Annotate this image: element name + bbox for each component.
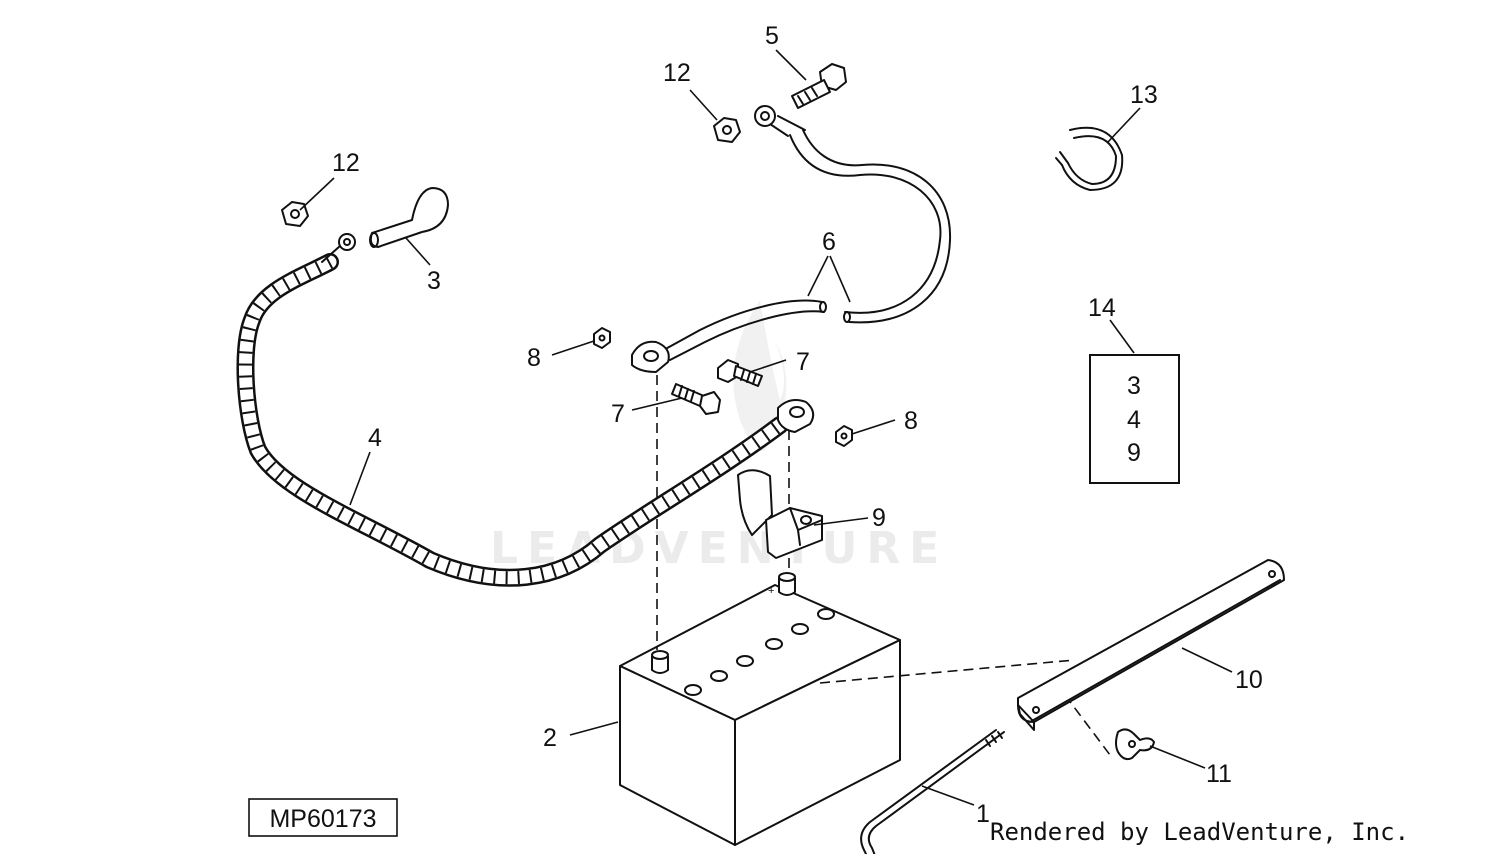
battery-post-positive: + — [768, 572, 796, 597]
callout-8-left: 8 — [527, 344, 541, 372]
callout-10: 10 — [1235, 666, 1263, 694]
callout-7-upper: 7 — [796, 348, 810, 376]
figure-id: MP60173 — [248, 798, 398, 837]
callout-6: 6 — [822, 228, 836, 256]
leader-lines — [299, 49, 1233, 806]
wing-nut-11[interactable] — [1115, 728, 1155, 761]
credit-text: Rendered by LeadVenture, Inc. — [990, 818, 1409, 846]
callouts: 1 2 3 4 5 6 7 7 8 8 9 10 11 12 12 13 14 — [332, 22, 1263, 828]
kit-item-9: 9 — [1127, 439, 1141, 467]
battery[interactable]: + — [619, 572, 901, 846]
kit-box-14[interactable]: 3 4 9 — [1089, 354, 1180, 484]
bolt-5[interactable] — [791, 63, 847, 109]
clamp-ring-13[interactable] — [1055, 126, 1124, 191]
callout-7-lower: 7 — [611, 400, 625, 428]
hold-down-bar-10[interactable] — [1017, 559, 1285, 731]
nut-8-right[interactable] — [835, 425, 853, 447]
callout-12-top: 12 — [663, 59, 691, 87]
bolt-7-lower[interactable] — [671, 383, 721, 415]
callout-12-left: 12 — [332, 149, 360, 177]
j-bolt-rod-1[interactable] — [860, 729, 1005, 859]
nut-8-left[interactable] — [593, 327, 611, 349]
callout-4: 4 — [368, 424, 382, 452]
nut-12-top[interactable] — [713, 117, 741, 143]
kit-item-3: 3 — [1127, 372, 1141, 400]
svg-text:+: + — [768, 585, 774, 597]
callout-8-right: 8 — [904, 407, 918, 435]
callout-2: 2 — [543, 724, 557, 752]
cable-4[interactable] — [236, 233, 815, 587]
watermark: LEADVENTURE — [490, 300, 939, 574]
battery-post-negative — [651, 650, 669, 674]
terminal-boot-3[interactable] — [369, 187, 449, 248]
bolt-7-upper[interactable] — [717, 359, 763, 387]
cable-6[interactable] — [631, 105, 952, 373]
callout-9: 9 — [872, 504, 886, 532]
terminal-cover-9[interactable] — [737, 469, 823, 559]
figure-id-text: MP60173 — [269, 805, 376, 833]
callout-5: 5 — [765, 22, 779, 50]
kit-item-4: 4 — [1127, 406, 1141, 434]
callout-3: 3 — [427, 267, 441, 295]
callout-14: 14 — [1088, 294, 1116, 322]
callout-11: 11 — [1206, 760, 1232, 788]
callout-1: 1 — [976, 800, 990, 828]
callout-13: 13 — [1130, 81, 1158, 109]
